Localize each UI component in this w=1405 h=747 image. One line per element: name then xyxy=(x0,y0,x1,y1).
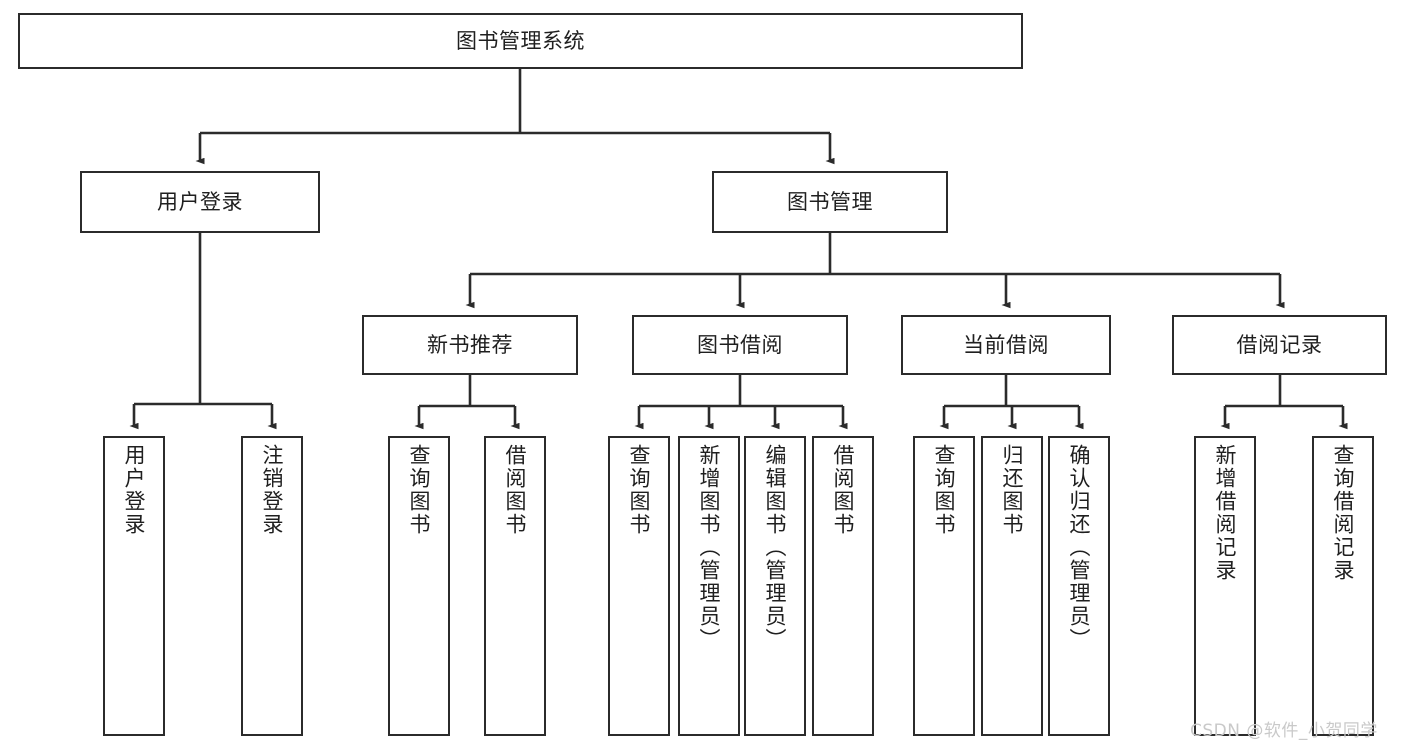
leaf-borrow-query-book-label: 查询图书 xyxy=(627,444,652,536)
node-book-management-label: 图书管理 xyxy=(787,189,873,214)
edge-group-book-management xyxy=(465,233,1285,309)
leaf-record-query-borrow-record[interactable]: 查询借阅记录 xyxy=(1312,436,1374,736)
leaf-new-borrow-book[interactable]: 借阅图书 xyxy=(484,436,546,736)
leaf-record-add-borrow-record[interactable]: 新增借阅记录 xyxy=(1194,436,1256,736)
leaf-borrow-edit-book-admin[interactable]: 编辑图书（管理员） xyxy=(744,436,806,736)
edge-group-book-borrow xyxy=(634,375,848,430)
csdn-watermark: CSDN @软件_小贺同学 xyxy=(1190,721,1378,741)
node-book-borrow-label: 图书借阅 xyxy=(697,332,783,357)
node-root-system-label: 图书管理系统 xyxy=(456,28,585,53)
leaf-record-query-borrow-record-label: 查询借阅记录 xyxy=(1331,444,1356,582)
leaf-new-query-book[interactable]: 查询图书 xyxy=(388,436,450,736)
node-borrow-records-label: 借阅记录 xyxy=(1236,332,1323,357)
node-current-borrow-label: 当前借阅 xyxy=(963,332,1049,357)
leaf-borrow-edit-book-admin-label: 编辑图书（管理员） xyxy=(763,444,788,651)
leaf-current-return-book[interactable]: 归还图书 xyxy=(981,436,1043,736)
node-root-system[interactable]: 图书管理系统 xyxy=(18,13,1023,69)
leaf-user-login-label: 用户登录 xyxy=(122,444,147,536)
node-current-borrow[interactable]: 当前借阅 xyxy=(901,315,1111,375)
leaf-new-borrow-book-label: 借阅图书 xyxy=(503,444,528,536)
edge-group-new-books xyxy=(414,375,520,430)
leaf-borrow-query-book[interactable]: 查询图书 xyxy=(608,436,670,736)
edge-group-borrow-records xyxy=(1220,375,1348,430)
node-user-login-label: 用户登录 xyxy=(157,189,243,214)
leaf-current-return-book-label: 归还图书 xyxy=(1000,444,1025,536)
node-book-borrow[interactable]: 图书借阅 xyxy=(632,315,848,375)
leaf-borrow-borrow-book[interactable]: 借阅图书 xyxy=(812,436,874,736)
leaf-borrow-borrow-book-label: 借阅图书 xyxy=(831,444,856,536)
node-new-book-recommend[interactable]: 新书推荐 xyxy=(362,315,578,375)
leaf-user-logout[interactable]: 注销登录 xyxy=(241,436,303,736)
edge-group-current-borrow xyxy=(939,375,1084,430)
leaf-user-login[interactable]: 用户登录 xyxy=(103,436,165,736)
node-new-book-recommend-label: 新书推荐 xyxy=(427,332,513,357)
leaf-current-query-book[interactable]: 查询图书 xyxy=(913,436,975,736)
node-book-management[interactable]: 图书管理 xyxy=(712,171,948,233)
leaf-record-add-borrow-record-label: 新增借阅记录 xyxy=(1213,444,1238,582)
leaf-borrow-add-book-admin-label: 新增图书（管理员） xyxy=(697,444,722,651)
leaf-current-confirm-return-admin-label: 确认归还（管理员） xyxy=(1067,444,1092,651)
edge-group-user-login xyxy=(129,233,277,430)
leaf-new-query-book-label: 查询图书 xyxy=(407,444,432,536)
edge-group-root xyxy=(195,69,835,165)
node-borrow-records[interactable]: 借阅记录 xyxy=(1172,315,1387,375)
leaf-current-confirm-return-admin[interactable]: 确认归还（管理员） xyxy=(1048,436,1110,736)
leaf-borrow-add-book-admin[interactable]: 新增图书（管理员） xyxy=(678,436,740,736)
node-user-login[interactable]: 用户登录 xyxy=(80,171,320,233)
leaf-user-logout-label: 注销登录 xyxy=(260,444,285,536)
leaf-current-query-book-label: 查询图书 xyxy=(932,444,957,536)
